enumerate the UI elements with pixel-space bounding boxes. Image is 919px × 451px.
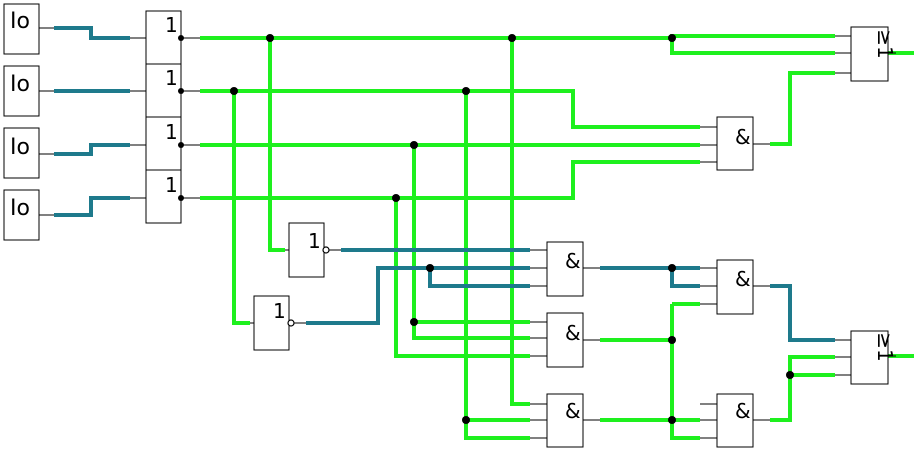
inverter-bubble (322, 246, 330, 254)
and-gate-2[interactable]: & (530, 312, 600, 368)
wire-and5-out (770, 355, 835, 422)
input-label: Io (10, 196, 30, 221)
wires (54, 26, 914, 440)
junction (462, 416, 470, 424)
wire-r3-drop (412, 145, 530, 340)
wire-r1 (200, 34, 835, 40)
and-gate-top[interactable]: & (700, 116, 770, 171)
input-1[interactable]: Io (3, 3, 54, 55)
gate-label: 1 (165, 173, 178, 197)
wire-r1-drop (268, 38, 285, 252)
inverters: 1 1 (250, 222, 341, 351)
junction (668, 34, 676, 42)
and-gate-5[interactable]: & (700, 393, 770, 448)
buffer-gate-1[interactable]: 1 (130, 10, 200, 65)
buffer-gate-3[interactable]: 1 (130, 116, 200, 171)
gate-label: & (565, 399, 581, 423)
gate-label: 1 (165, 66, 178, 90)
output-dot (178, 35, 184, 41)
input-label: Io (10, 72, 30, 97)
buffer-gate-2[interactable]: 1 (130, 63, 200, 118)
wire-r2 (200, 89, 700, 129)
input-4[interactable]: Io (3, 189, 54, 241)
gate-label: & (565, 249, 581, 273)
output-dot (178, 88, 184, 94)
gate-label: 1 (308, 229, 321, 253)
not-gate-1[interactable]: 1 (285, 222, 341, 278)
wire-not2-b (428, 268, 530, 288)
junction (426, 264, 434, 272)
junction (668, 416, 676, 424)
gate-label: & (735, 399, 751, 423)
gate-label: & (565, 321, 581, 345)
junction (668, 264, 676, 272)
wire-not2-out (306, 266, 530, 325)
input-label: Io (10, 9, 30, 34)
junction (462, 87, 470, 95)
gate-label: 1 (165, 120, 178, 144)
wire-and4-out (770, 284, 835, 342)
junction (230, 87, 238, 95)
and-gate-1[interactable]: & (530, 241, 600, 297)
junction (410, 318, 418, 326)
gate-label: ≥1 (873, 332, 897, 361)
junction (266, 34, 274, 42)
and-gate-4[interactable]: & (700, 259, 770, 315)
wire-and-top-out (770, 71, 835, 146)
output-dot (178, 142, 184, 148)
or-gate-1[interactable]: ≥1 (835, 26, 897, 82)
wire-r2-drop2 (464, 91, 530, 440)
wire-r1-or (670, 38, 835, 55)
junction (668, 336, 676, 344)
wire-r4-drop (394, 198, 530, 358)
gate-label: ≥1 (873, 29, 897, 58)
wire-r2-drop (232, 91, 250, 325)
or-gates: ≥1 ≥1 (835, 26, 897, 385)
gate-label: & (735, 125, 751, 149)
gate-label: & (735, 267, 751, 291)
junction (508, 34, 516, 42)
input-2[interactable]: Io (3, 65, 54, 117)
and-gates: & & & & (530, 116, 770, 448)
wire-r4 (200, 160, 700, 200)
input-label: Io (10, 135, 30, 160)
wire-in-3 (54, 143, 130, 156)
not-gate-2[interactable]: 1 (250, 295, 306, 351)
wire-r1-drop2 (510, 38, 530, 406)
gate-label: 1 (273, 299, 286, 323)
inverter-bubble (287, 319, 295, 327)
wire-and2-v (670, 304, 700, 440)
buffer-stack: 1 1 1 1 (130, 10, 200, 224)
gate-label: 1 (165, 13, 178, 37)
junction (786, 371, 794, 379)
wire-and1-b (670, 268, 700, 288)
wire-in-4 (54, 196, 130, 217)
and-gate-3[interactable]: & (530, 393, 600, 448)
inputs: Io Io Io Io (3, 3, 54, 241)
junction (410, 141, 418, 149)
input-3[interactable]: Io (3, 127, 54, 179)
buffer-gate-4[interactable]: 1 (130, 169, 200, 224)
wire-in-1 (54, 26, 130, 40)
or-gate-2[interactable]: ≥1 (835, 330, 897, 385)
junction (392, 194, 400, 202)
output-dot (178, 195, 184, 201)
junctions (230, 34, 794, 424)
